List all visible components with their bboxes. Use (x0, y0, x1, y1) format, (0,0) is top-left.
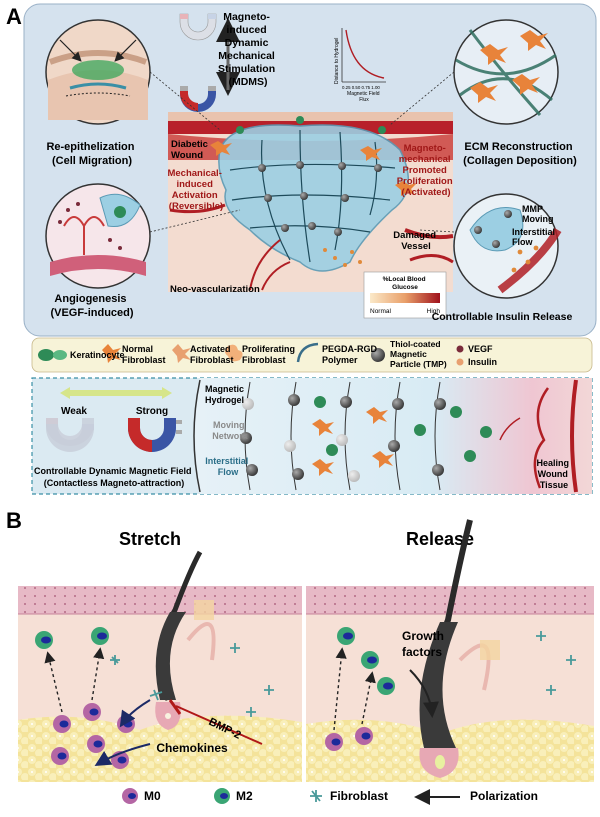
legend-insulin: Insulin (468, 357, 497, 367)
mmp-label: MMP Moving (522, 204, 554, 224)
stretch-cells (35, 627, 274, 769)
legend-polarization: Polarization (470, 789, 538, 803)
mech-activation-label: Mechanical- induced Activation (Reversib… (167, 168, 224, 212)
angiogenesis-label: Angiogenesis (VEGF-induced) (50, 293, 133, 319)
legend-pegda: PEGDA-RGD Polymer (322, 344, 380, 365)
release-title: Release (406, 529, 474, 549)
damaged-vessel-label: Damaged Vessel (393, 230, 438, 252)
healing-wound-label: Healing Wound Tissue (536, 458, 571, 490)
decay-ticks: 0.25 0.50 0.75 1.00 (342, 85, 380, 90)
legend-proliferating-fibroblast: Proliferating Fibroblast (242, 344, 298, 365)
lower-mechanism-box (31, 377, 593, 495)
legend-keratinocyte: Keratinocyte (70, 350, 125, 360)
macrophage-legend: M0 M2 Fibroblast Polarization (122, 788, 538, 805)
glucose-normal-label: Normal (370, 308, 392, 315)
interstitial-flow-label-a: Interstitial Flow (512, 227, 558, 247)
angiogenesis-circle (45, 183, 151, 289)
legend-normal-fibroblast: Normal Fibroblast (122, 344, 166, 365)
central-wound (168, 112, 454, 292)
moving-network-label: Moving Network (212, 420, 249, 441)
stretch-title: Stretch (119, 529, 181, 549)
mdms-magnet-icons (179, 11, 240, 112)
insulin-release-circle (453, 193, 562, 299)
release-cells (325, 627, 576, 751)
field-decay-chart: Distance to Hydrogel 0.25 0.50 0.75 1.00… (334, 28, 386, 103)
ecm-circle (453, 19, 559, 125)
panel-b-letter: B (6, 508, 22, 533)
field-label: Controllable Dynamic Magnetic Field (Con… (34, 466, 194, 488)
legend-m2: M2 (236, 789, 253, 803)
strong-label: Strong (136, 406, 168, 417)
interstitial-flow-label-b: Interstitial Flow (205, 456, 251, 477)
ecm-label: ECM Reconstruction (Collagen Deposition) (463, 141, 577, 167)
mdms-label: Magneto- induced Dynamic Mechanical Stim… (218, 11, 278, 88)
insulin-release-label: Controllable Insulin Release (432, 311, 573, 323)
legend-m0: M0 (144, 789, 161, 803)
legend-vegf: VEGF (468, 344, 493, 354)
re-epithelization-label: Re-epithelization (Cell Migration) (46, 141, 137, 167)
hydrogel-blob (218, 124, 410, 272)
weak-label: Weak (61, 406, 87, 417)
cell-legend: Keratinocyte Normal Fibroblast Activated… (31, 337, 593, 373)
chemokines-label: Chemokines (156, 741, 228, 755)
release-skin-panel (306, 519, 594, 782)
magnetic-hydrogel-label: Magnetic Hydrogel (205, 384, 247, 405)
legend-fibroblast: Fibroblast (330, 789, 388, 803)
connector-lines (149, 71, 455, 233)
legend-tmp: Thiol-coated Magnetic Particle (TMP) (390, 339, 447, 369)
diabetic-wound-label: Diabetic Wound (171, 139, 211, 161)
panel-a-letter: A (6, 4, 22, 29)
legend-activated-fibroblast: Activated Fibroblast (190, 344, 234, 365)
magneto-prolif-label: Magneto- mechanical Promoted Proliferati… (397, 143, 456, 198)
neo-vasc-label: Neo-vascularization (170, 284, 260, 295)
growth-factors-label: Growth factors (402, 629, 447, 659)
svg-text:%Local Blood Glucose: %Local Blood Glucose (383, 276, 428, 291)
decay-ylabel: Distance to Hydrogel (334, 38, 340, 84)
glucose-high-label: High (427, 308, 441, 315)
decay-xlabel: Magnetic Field Flux (347, 91, 381, 103)
re-epithelization-circle (45, 19, 151, 125)
glucose-legend: %Local Blood Glucose Normal High (363, 271, 447, 319)
